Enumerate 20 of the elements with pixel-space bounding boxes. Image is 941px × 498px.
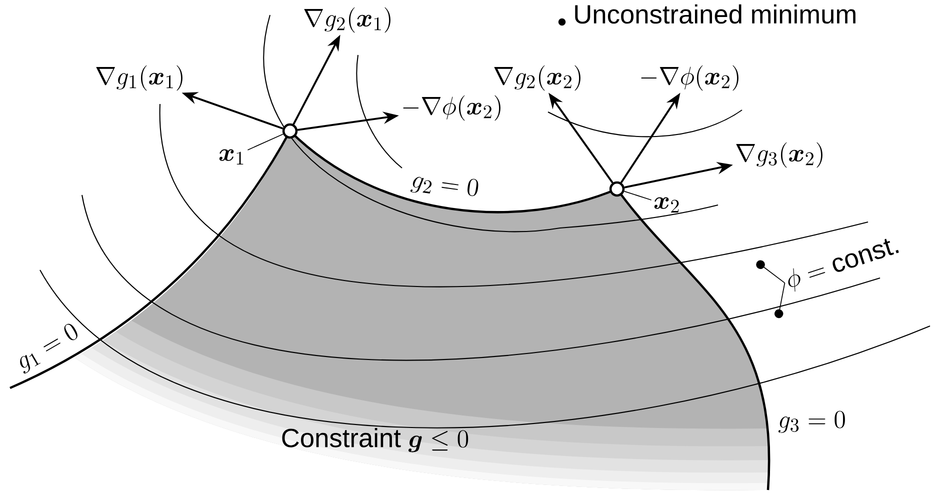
point-label: $\boldsymbol{x}_1$ (219, 149, 244, 165)
vector-label: $-\nabla \phi(\boldsymbol{x}_2)$ (403, 95, 500, 121)
leader-line (247, 134, 284, 150)
vector-label: $\nabla g_1(\boldsymbol{x}_1)$ (96, 65, 182, 91)
point-marker (609, 181, 625, 197)
vector-label: $-\nabla \phi(\boldsymbol{x}_2)$ (641, 65, 738, 91)
vector-label: $\nabla g_2(\boldsymbol{x}_1)$ (304, 7, 390, 33)
region-label: $\text{Constraint } \boldsymbol{g} \leq 0$ (282, 428, 468, 452)
point-label: $\boldsymbol{x}_2$ (654, 197, 679, 213)
point-marker (282, 123, 298, 139)
curve-label: $g_2 = 0$ (410, 176, 478, 196)
vector-label: $\nabla g_2(\boldsymbol{x}_2)$ (494, 65, 580, 91)
contour-label: $\phi = \text{const.}$ (788, 238, 899, 292)
curve-label: $g_1 = 0$ (20, 324, 78, 374)
leader-line (774, 282, 786, 318)
leader-line (624, 190, 652, 200)
vector-label: $\nabla g_3(\boldsymbol{x}_2)$ (736, 142, 822, 168)
leader-line (756, 260, 786, 284)
caption-text: Unconstrained minimum (575, 4, 856, 24)
curve-label: $g_3 = 0$ (778, 410, 845, 433)
